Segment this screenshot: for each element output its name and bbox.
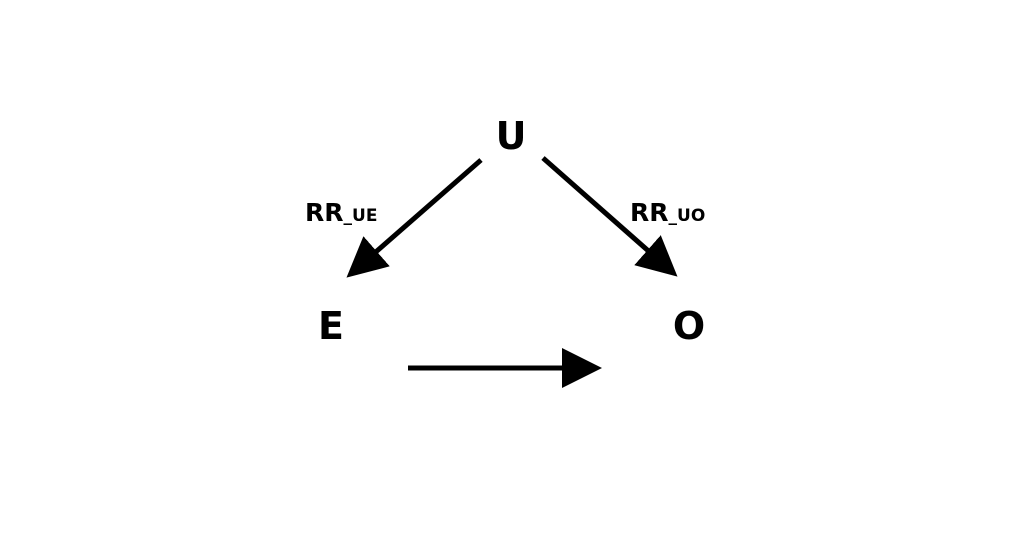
node-u: U: [496, 114, 527, 158]
label-rr-uo: RR_UO: [630, 198, 705, 227]
node-e: E: [318, 304, 344, 348]
arrow-u-to-e: [346, 158, 483, 278]
label-rr-ue: RR_UE: [305, 198, 377, 227]
node-o: O: [673, 304, 705, 348]
arrow-u-to-o: [541, 156, 678, 277]
